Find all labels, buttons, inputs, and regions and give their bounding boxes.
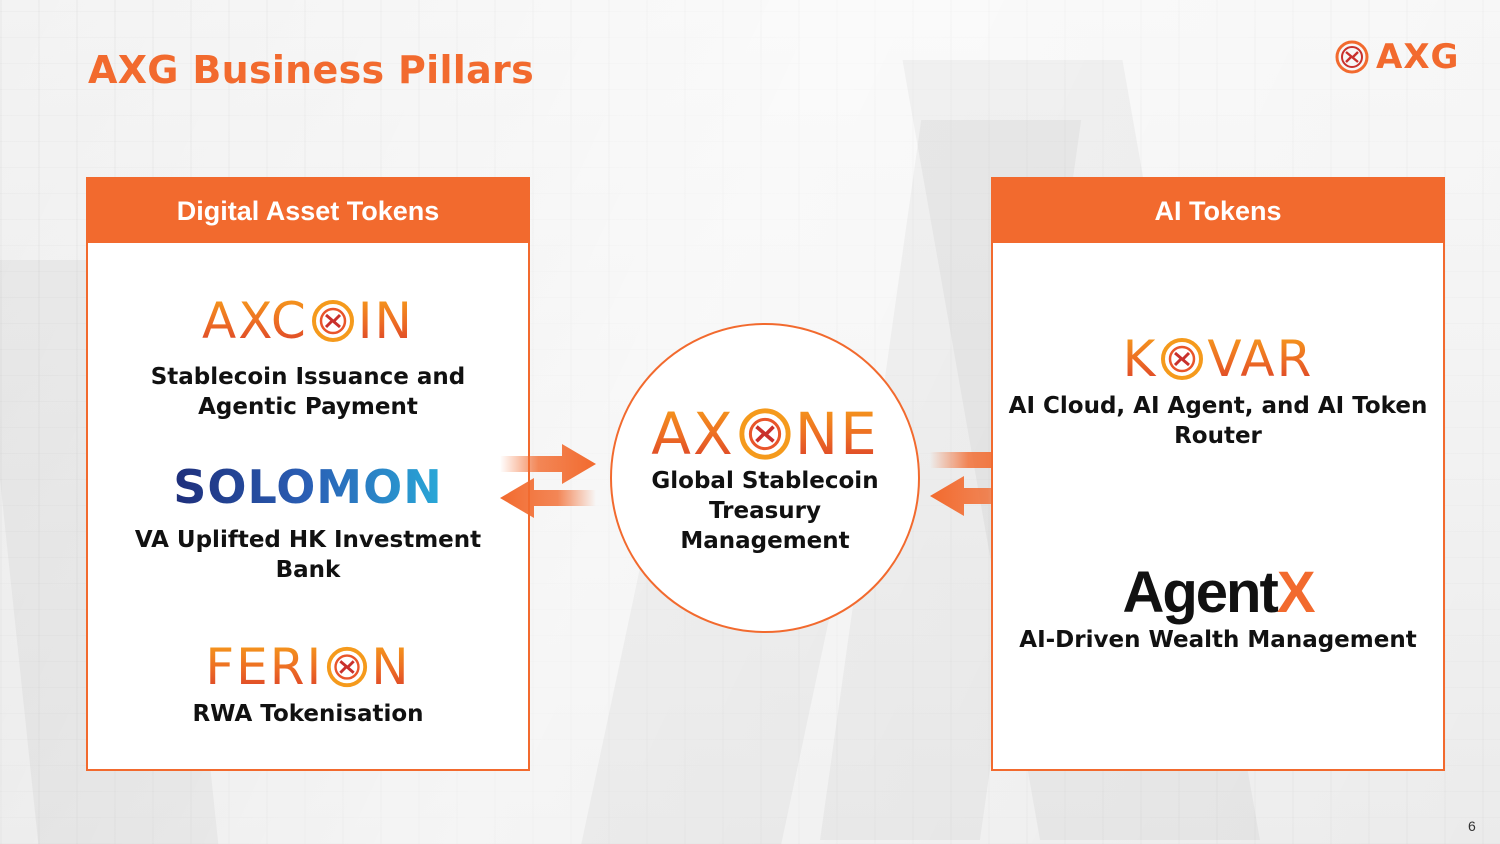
corner-logo-text: AXG <box>1376 37 1460 77</box>
coin-emblem-icon <box>327 646 368 688</box>
ferion-logo-text-a: FERI <box>205 638 324 696</box>
slide-title: AXG Business Pillars <box>88 48 535 92</box>
page-number: 6 <box>1468 818 1476 834</box>
caption-line: AI Cloud, AI Agent, and AI Token <box>1008 393 1428 419</box>
ai-tokens-panel: AI Tokens K VAR AI Cloud, AI Agent, and … <box>991 177 1445 771</box>
agentx-wordmark: AgentX <box>1122 559 1316 626</box>
kovar-logo-text-b: VAR <box>1207 330 1314 388</box>
caption-line: Management <box>680 528 850 554</box>
axone-logo-text-b: NE <box>794 400 879 468</box>
caption-line: VA Uplifted HK Investment <box>134 527 482 553</box>
bidirectional-arrows-left <box>500 444 596 518</box>
agentx-logo: AgentX <box>993 559 1443 625</box>
axg-corner-logo: AXG <box>1334 37 1464 77</box>
coin-emblem-icon <box>1161 338 1204 380</box>
axone-wordmark: AX NE <box>651 400 878 468</box>
axcoin-logo-text-a: AXC <box>202 292 308 350</box>
ferion-logo: FERI N <box>88 637 528 697</box>
kovar-wordmark: K VAR <box>1123 330 1314 388</box>
caption-line: Stablecoin Issuance and <box>150 364 466 390</box>
caption-line: Agentic Payment <box>198 394 418 420</box>
solomon-caption: VA Uplifted HK Investment Bank <box>88 525 528 585</box>
axg-emblem-icon <box>1335 40 1369 74</box>
arrow-right-icon <box>500 444 596 484</box>
axone-logo-text-a: AX <box>651 400 735 468</box>
axone-logo: AX NE <box>612 399 918 469</box>
kovar-caption: AI Cloud, AI Agent, and AI Token Router <box>993 391 1443 451</box>
arrow-left-icon <box>500 478 596 518</box>
ferion-wordmark: FERI N <box>205 638 410 696</box>
axone-caption: Global Stablecoin Treasury Management <box>612 466 918 556</box>
caption-line: RWA Tokenisation <box>192 701 424 727</box>
kovar-logo-text-a: K <box>1122 330 1158 388</box>
caption-line: Router <box>1174 423 1262 449</box>
agentx-logo-text-b: X <box>1276 559 1316 625</box>
axcoin-wordmark: AXC IN <box>202 292 414 350</box>
axcoin-logo-text-b: IN <box>357 292 414 350</box>
coin-emblem-icon <box>739 408 791 460</box>
caption-line: Bank <box>275 557 341 583</box>
agentx-caption: AI-Driven Wealth Management <box>993 625 1443 655</box>
digital-asset-tokens-panel: Digital Asset Tokens AXC IN Stablecoin I… <box>86 177 530 771</box>
axone-center-circle: AX NE Global Stablecoin Treasury Managem… <box>610 323 920 633</box>
panel-header: Digital Asset Tokens <box>88 179 528 243</box>
coin-emblem-icon <box>311 300 354 342</box>
axcoin-logo: AXC IN <box>88 291 528 351</box>
caption-line: AI-Driven Wealth Management <box>1019 627 1417 653</box>
solomon-wordmark: SOLOMON <box>173 460 443 514</box>
axcoin-caption: Stablecoin Issuance and Agentic Payment <box>88 362 528 422</box>
solomon-logo: SOLOMON <box>88 459 528 515</box>
agentx-logo-text-a: Agent <box>1122 559 1278 625</box>
arrow-left-icon <box>930 476 1026 516</box>
caption-line: Global Stablecoin <box>651 468 879 494</box>
ferion-logo-text-b: N <box>371 638 411 696</box>
ferion-caption: RWA Tokenisation <box>88 699 528 729</box>
caption-line: Treasury <box>708 498 822 524</box>
kovar-logo: K VAR <box>993 329 1443 389</box>
panel-header: AI Tokens <box>993 179 1443 243</box>
